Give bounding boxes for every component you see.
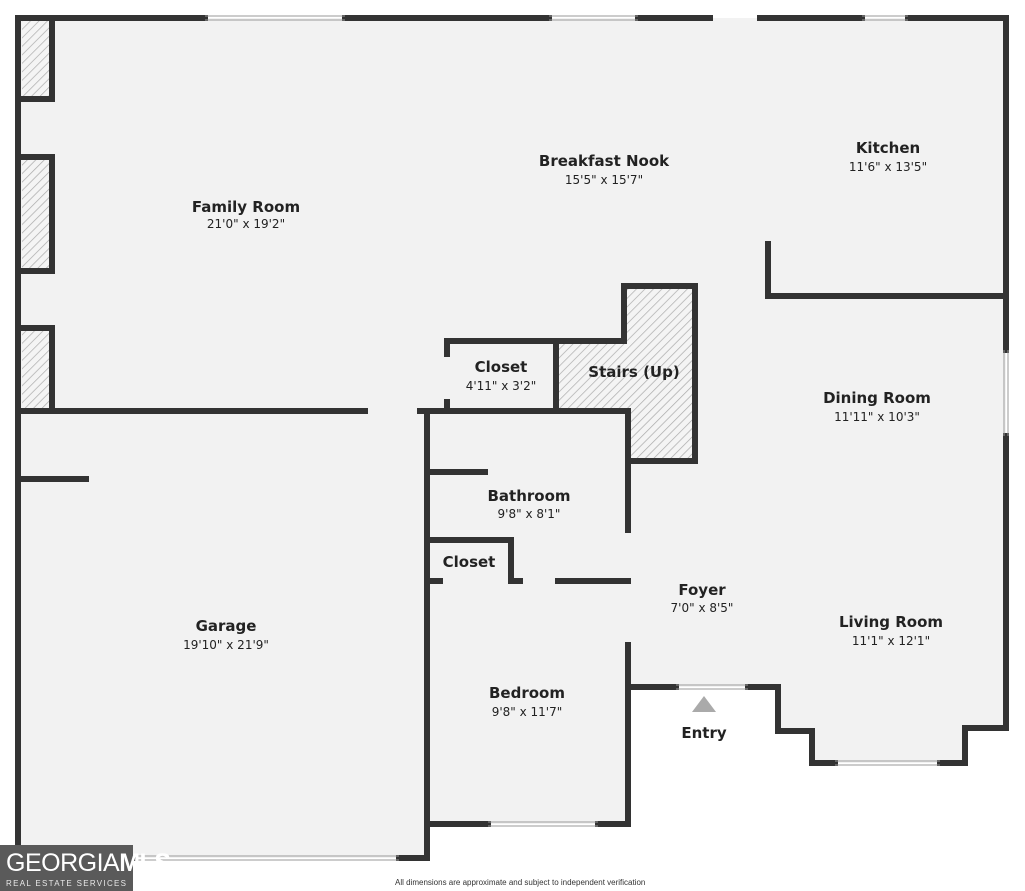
room-name-stairs: Stairs (Up)	[588, 363, 679, 381]
windows	[135, 15, 1009, 861]
room-dims-kitchen: 11'6" x 13'5"	[849, 160, 927, 174]
room-name-bathroom: Bathroom	[487, 487, 570, 505]
room-name-breakfast-nook: Breakfast Nook	[539, 152, 670, 170]
room-dims-closet-upper: 4'11" x 3'2"	[466, 379, 537, 393]
room-name-garage: Garage	[196, 617, 257, 635]
stairs-hatch	[556, 286, 695, 461]
chimney-block-2	[22, 158, 52, 270]
dimensions-disclaimer: All dimensions are approximate and subje…	[395, 878, 646, 887]
room-name-foyer: Foyer	[678, 581, 726, 599]
room-dims-breakfast-nook: 15'5" x 15'7"	[565, 173, 643, 187]
room-name-closet-upper: Closet	[475, 358, 528, 376]
room-dims-foyer: 7'0" x 8'5"	[671, 601, 734, 615]
room-name-kitchen: Kitchen	[856, 139, 920, 157]
room-name-bedroom: Bedroom	[489, 684, 565, 702]
room-name-dining-room: Dining Room	[823, 389, 931, 407]
room-name-family-room: Family Room	[192, 198, 300, 216]
logo-wordmark: GEORGIAMLS	[6, 849, 171, 878]
room-dims-dining-room: 11'11" x 10'3"	[834, 410, 920, 424]
entry-label: Entry	[681, 724, 726, 742]
logo-wordmark-right: MLS	[119, 849, 171, 877]
room-dims-living-room: 11'1" x 12'1"	[852, 634, 930, 648]
logo-wordmark-left: GEORGIA	[6, 849, 120, 877]
room-dims-bedroom: 9'8" x 11'7"	[492, 705, 563, 719]
room-name-living-room: Living Room	[839, 613, 943, 631]
logo-tagline: REAL ESTATE SERVICES	[6, 879, 128, 888]
georgia-mls-logo: GEORGIAMLS REAL ESTATE SERVICES	[0, 845, 171, 891]
chimney-block-3	[22, 329, 52, 409]
entry-arrow-icon	[692, 696, 716, 712]
room-dims-garage: 19'10" x 21'9"	[183, 638, 269, 652]
room-name-closet-lower: Closet	[443, 553, 496, 571]
room-dims-family-room: 21'0" x 19'2"	[207, 217, 285, 231]
room-dims-bathroom: 9'8" x 8'1"	[498, 507, 561, 521]
chimney-block-1	[22, 20, 52, 98]
floor-area	[18, 18, 1006, 858]
